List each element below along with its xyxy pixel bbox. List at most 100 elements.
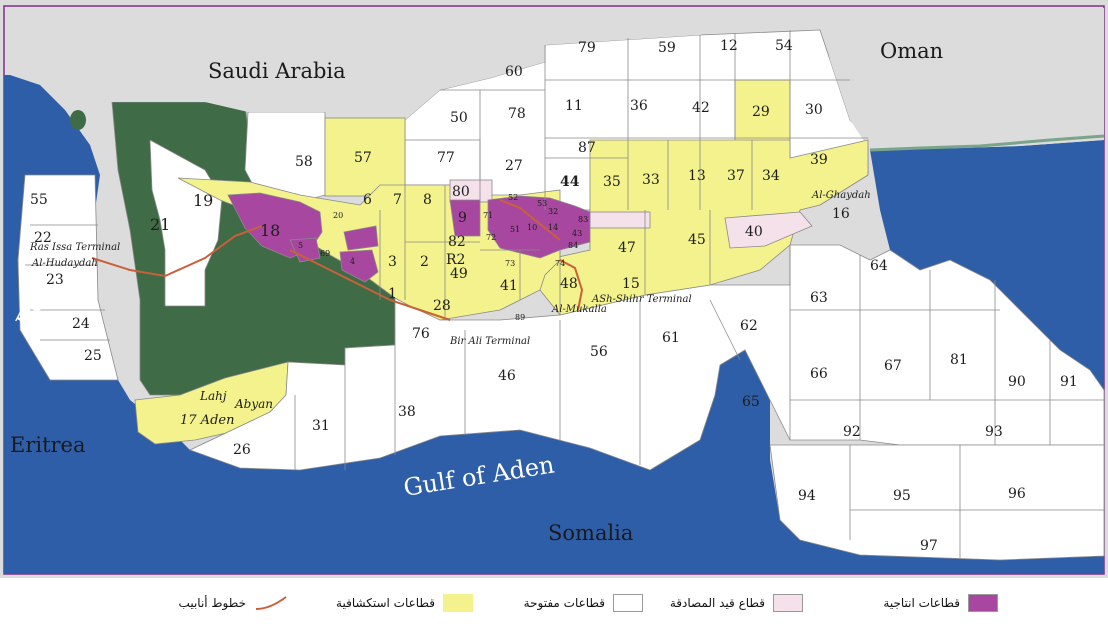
block-7[interactable]: 7 (393, 192, 402, 208)
block-24[interactable]: 24 (72, 316, 90, 332)
block-46[interactable]: 46 (498, 368, 516, 384)
block-56[interactable]: 56 (590, 344, 608, 360)
block-16[interactable]: 16 (832, 206, 850, 222)
block-25[interactable]: 25 (84, 348, 102, 364)
block-69[interactable]: 69 (320, 249, 330, 258)
block-80[interactable]: 80 (452, 184, 470, 200)
block-84[interactable]: 84 (568, 241, 578, 250)
block-30[interactable]: 30 (805, 102, 823, 118)
block-grid-lines (25, 30, 1104, 558)
block-83[interactable]: 83 (578, 215, 588, 224)
block-93[interactable]: 93 (985, 424, 1003, 440)
block-67[interactable]: 67 (884, 358, 902, 374)
block-61[interactable]: 61 (662, 330, 680, 346)
block-47[interactable]: 47 (618, 240, 636, 256)
block-31[interactable]: 31 (312, 418, 330, 434)
block-37[interactable]: 37 (727, 168, 745, 184)
block-60[interactable]: 60 (505, 64, 523, 80)
block-52[interactable]: 52 (508, 193, 518, 202)
block-14[interactable]: 14 (548, 223, 558, 232)
map-view[interactable]: Saudi Arabia Oman Eritrea Somalia Red Se… (0, 0, 1108, 578)
block-22[interactable]: 22 (34, 230, 52, 246)
block-21[interactable]: 21 (150, 215, 170, 234)
block-55[interactable]: 55 (30, 192, 48, 208)
block-35[interactable]: 35 (603, 174, 621, 190)
legend-production-swatch (968, 594, 998, 612)
block-12[interactable]: 12 (720, 38, 738, 54)
block-19[interactable]: 19 (193, 191, 213, 210)
block-29[interactable]: 29 (752, 104, 770, 120)
block-51[interactable]: 51 (510, 225, 520, 234)
block-72[interactable]: 72 (486, 233, 496, 242)
block-38[interactable]: 38 (398, 404, 416, 420)
block-89[interactable]: 89 (515, 313, 525, 322)
block-66[interactable]: 66 (810, 366, 828, 382)
block-63[interactable]: 63 (810, 290, 828, 306)
block-34[interactable]: 34 (762, 168, 780, 184)
block-62[interactable]: 62 (740, 318, 758, 334)
block-20[interactable]: 20 (333, 211, 343, 220)
block-76[interactable]: 76 (412, 326, 430, 342)
block-91[interactable]: 91 (1060, 374, 1078, 390)
oman-coast (869, 134, 1105, 152)
block-57[interactable]: 57 (354, 150, 372, 166)
block-87[interactable]: 87 (578, 140, 596, 156)
block-13[interactable]: 13 (688, 168, 706, 184)
block-40[interactable]: 40 (745, 224, 763, 240)
block-3[interactable]: 3 (388, 254, 397, 270)
block-33[interactable]: 33 (642, 172, 660, 188)
label-aden: 17 Aden (180, 413, 234, 428)
block-18[interactable]: 18 (260, 221, 280, 240)
block-42[interactable]: 42 (692, 100, 710, 116)
block-43[interactable]: 43 (572, 229, 582, 238)
block-1[interactable]: 1 (388, 286, 397, 302)
block-15[interactable]: 15 (622, 276, 640, 292)
block-26[interactable]: 26 (233, 442, 251, 458)
block-90[interactable]: 90 (1008, 374, 1026, 390)
block-53[interactable]: 53 (537, 199, 547, 208)
block-41[interactable]: 41 (500, 278, 518, 294)
block-labels: 79 59 12 54 60 50 78 11 36 42 29 30 58 5… (30, 38, 1078, 554)
block-r2[interactable]: R2 (446, 252, 465, 268)
block-49[interactable]: 49 (450, 266, 468, 282)
block-65[interactable]: 65 (742, 394, 760, 410)
label-saudi-arabia: Saudi Arabia (208, 59, 346, 83)
block-97[interactable]: 97 (920, 538, 938, 554)
block-92[interactable]: 92 (843, 424, 861, 440)
block-64[interactable]: 64 (870, 258, 888, 274)
block-28[interactable]: 28 (433, 298, 451, 314)
block-27[interactable]: 27 (505, 158, 523, 174)
block-8[interactable]: 8 (423, 192, 432, 208)
block-79[interactable]: 79 (578, 40, 596, 56)
block-23[interactable]: 23 (46, 272, 64, 288)
block-59[interactable]: 59 (658, 40, 676, 56)
block-81[interactable]: 81 (950, 352, 968, 368)
block-73[interactable]: 73 (505, 259, 515, 268)
block-36[interactable]: 36 (630, 98, 648, 114)
block-39[interactable]: 39 (810, 152, 828, 168)
block-44[interactable]: 44 (560, 174, 580, 190)
block-50[interactable]: 50 (450, 110, 468, 126)
block-82[interactable]: 82 (448, 234, 466, 250)
block-11[interactable]: 11 (565, 98, 583, 114)
block-94[interactable]: 94 (798, 488, 816, 504)
block-58[interactable]: 58 (295, 154, 313, 170)
block-77[interactable]: 77 (437, 150, 455, 166)
block-54[interactable]: 54 (775, 38, 793, 54)
block-4[interactable]: 4 (350, 257, 355, 266)
block-74[interactable]: 74 (555, 259, 565, 268)
block-5[interactable]: 5 (298, 241, 303, 250)
block-96[interactable]: 96 (1008, 486, 1026, 502)
block-71[interactable]: 71 (483, 211, 493, 220)
block-78[interactable]: 78 (508, 106, 526, 122)
block-6[interactable]: 6 (363, 192, 372, 208)
block-48[interactable]: 48 (560, 276, 578, 292)
legend-pipelines-label: خطوط أنابيب (178, 596, 246, 610)
block-10[interactable]: 10 (527, 223, 537, 232)
block-9[interactable]: 9 (458, 210, 467, 226)
block-95[interactable]: 95 (893, 488, 911, 504)
block-32[interactable]: 32 (548, 207, 558, 216)
block-2[interactable]: 2 (420, 254, 429, 270)
label-bir-ali: Bir Ali Terminal (449, 336, 530, 347)
block-45[interactable]: 45 (688, 232, 706, 248)
